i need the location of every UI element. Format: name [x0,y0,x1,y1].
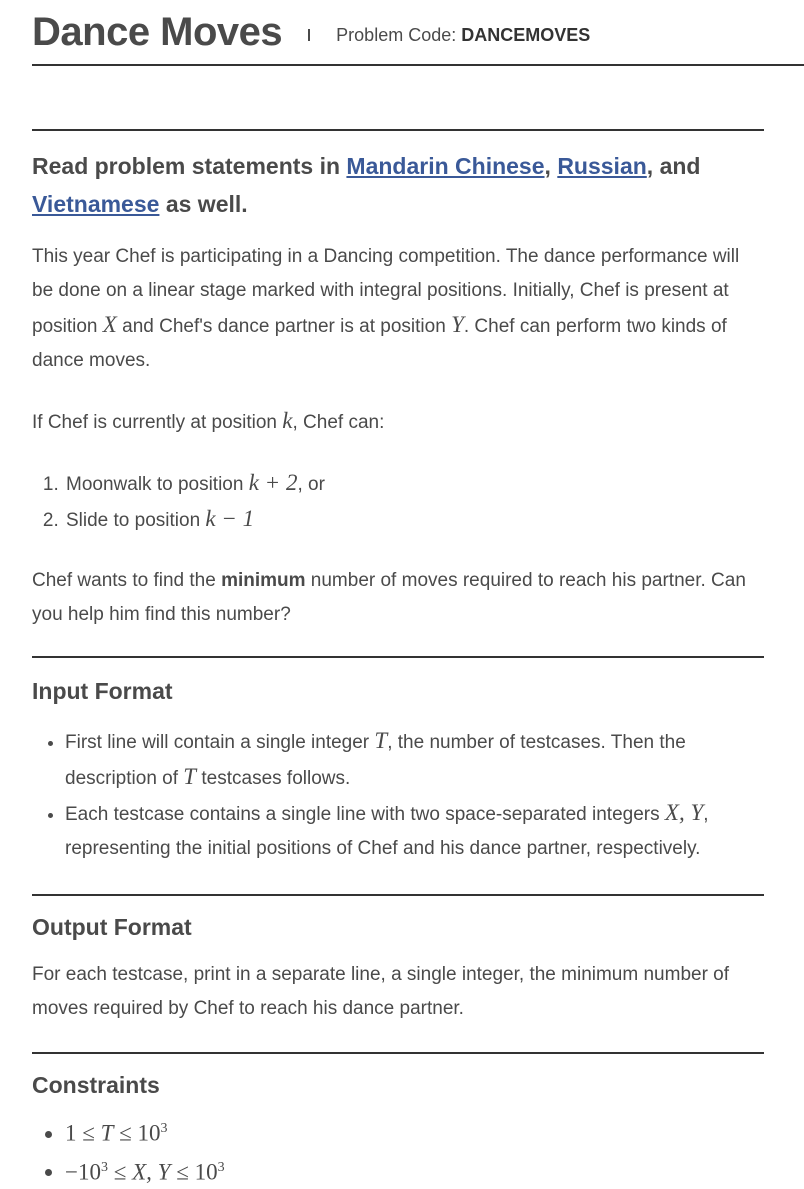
translations-comma: , [544,153,558,179]
exponent: 3 [217,1159,225,1175]
section-divider [32,894,764,896]
text: Each testcase contains a single line wit… [65,804,665,825]
statement-paragraph-3: Chef wants to find the minimum number of… [32,564,764,632]
math-t: T [100,1120,114,1146]
list-item: Each testcase contains a single line wit… [65,796,764,866]
text: Moonwalk to position [66,474,249,495]
input-format-list: First line will contain a single integer… [32,724,764,866]
text: testcases follows. [196,768,351,789]
constraints-heading: Constraints [32,1072,160,1098]
list-item: First line will contain a single integer… [65,724,764,796]
text: First line will contain a single integer [65,732,375,753]
list-item: 1 ≤ T ≤ 103 [65,1112,764,1151]
math-x: X [102,312,117,337]
text: Slide to position [66,510,206,531]
list-item: Moonwalk to position k + 2, or [64,466,764,502]
section-divider [32,1052,764,1054]
translations-suffix: as well. [159,191,248,217]
problem-code-value: DANCEMOVES [461,24,591,45]
exponent: 3 [100,1159,108,1175]
list-item: −103 ≤ X, Y ≤ 103 [65,1151,764,1189]
math-y: Y [451,312,464,337]
moves-list: Moonwalk to position k + 2, or Slide to … [32,466,764,538]
math-k-minus-1: k − 1 [205,506,255,531]
math-text: 1 ≤ [65,1120,101,1146]
section-divider [32,656,764,658]
problem-code-label: Problem Code: [336,24,457,45]
text: If Chef is currently at position [32,412,283,433]
problem-content: Read problem statements in Mandarin Chin… [32,129,764,1189]
link-russian[interactable]: Russian [557,153,647,179]
text: , or [297,474,325,495]
input-format-heading: Input Format [32,678,173,704]
text: and Chef's dance partner is at position [116,316,452,337]
translations-prefix: Read problem statements in [32,153,347,179]
text: , representing the initial positions of … [65,804,709,859]
math-text: ≤ 10 [113,1120,161,1146]
math-text: ≤ 10 [170,1159,218,1185]
math-xy: X, Y [664,800,704,825]
statement-paragraph-1: This year Chef is participating in a Dan… [32,240,764,378]
section-divider [32,129,764,131]
math-xy: X, Y [132,1159,171,1185]
list-item: Slide to position k − 1 [64,502,764,538]
header-separator [308,29,311,41]
text: number of moves required to reach his pa… [32,570,746,625]
text: , Chef can: [292,412,385,433]
problem-code: Problem Code: DANCEMOVES [336,25,590,46]
text: This year Chef is participating in a Dan… [32,246,740,337]
header-divider [32,64,804,66]
math-t: T [183,764,197,789]
math-k-plus-2: k + 2 [248,470,298,495]
constraints-list: 1 ≤ T ≤ 103 −103 ≤ X, Y ≤ 103 [32,1112,764,1189]
output-format-text: For each testcase, print in a separate l… [32,964,730,1019]
output-format-heading: Output Format [32,914,192,940]
link-mandarin-chinese[interactable]: Mandarin Chinese [346,153,545,179]
text: , the number of testcases. Then the desc… [65,732,686,789]
math-t: T [374,728,388,753]
bold-minimum: minimum [221,570,306,591]
statement-paragraph-2: If Chef is currently at position k, Chef… [32,404,764,440]
math-text: −10 [65,1159,101,1185]
translations-note: Read problem statements in Mandarin Chin… [32,147,764,223]
translations-and: , and [646,153,701,179]
exponent: 3 [160,1121,168,1136]
math-k: k [282,408,293,433]
problem-header: Dance Moves Problem Code: DANCEMOVES [32,4,804,60]
math-text: ≤ [107,1159,133,1185]
problem-title: Dance Moves [32,9,283,54]
text: . Chef can perform two kinds of dance mo… [32,316,727,371]
link-vietnamese[interactable]: Vietnamese [32,191,160,217]
text: Chef wants to find the [32,570,222,591]
